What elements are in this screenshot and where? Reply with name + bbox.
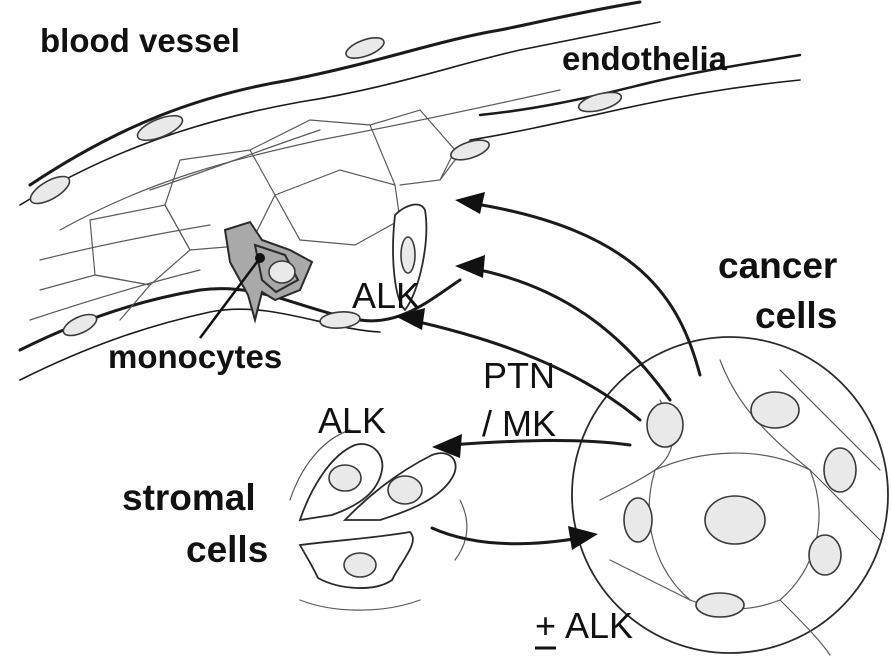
signal-arrows [395, 192, 702, 550]
arrowhead-cancer [568, 526, 598, 550]
arrowhead-stromal [432, 434, 462, 458]
labels: blood vessel endothelia cancer cells ALK… [40, 22, 837, 650]
label-endothelia: endothelia [562, 40, 728, 77]
monocytes-cluster [199, 220, 314, 339]
monocyte-pointer-line [199, 257, 261, 339]
label-mk: / MK [482, 403, 556, 444]
arrowhead-alk [455, 255, 485, 278]
label-cancer-cells: cells [755, 295, 837, 336]
arrowhead-monocytes [395, 308, 425, 330]
label-monocytes: monocytes [108, 338, 282, 375]
label-stromal: stromal [122, 477, 256, 518]
label-blood-vessel: blood vessel [40, 22, 240, 59]
arrow-to-stromal [448, 438, 632, 447]
arrow-stromal-to-cancer [430, 526, 582, 546]
arrow-to-endothelia [468, 201, 702, 377]
stromal-cells [289, 429, 468, 611]
arrow-to-monocytes [408, 318, 642, 422]
label-plusminus-alk: ALK [565, 605, 633, 646]
label-alk-top: ALK [352, 275, 420, 316]
label-stromal-cells: cells [186, 529, 268, 570]
arrow-to-alk [468, 266, 672, 402]
label-alk-stromal: ALK [318, 400, 386, 441]
cancer-cell-cluster [571, 336, 889, 656]
label-ptn: PTN [483, 355, 555, 396]
label-cancer: cancer [718, 245, 837, 286]
arrowhead-endothelia [455, 192, 485, 214]
label-plusminus-sign: + [535, 605, 556, 646]
